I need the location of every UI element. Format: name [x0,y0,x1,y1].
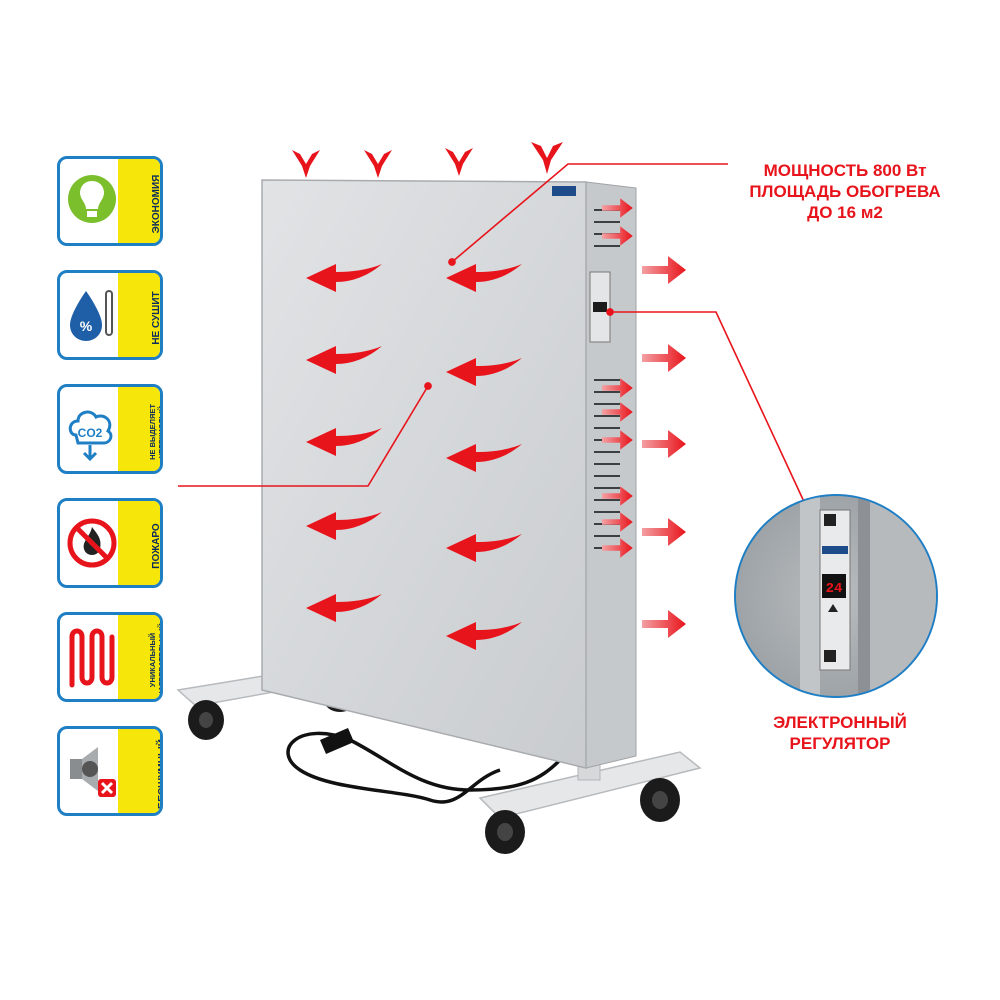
heating-coil-icon [69,628,115,688]
power-cord [286,731,562,804]
feature-label: НЕ ВЫДЕЛЯЕТ УГЛЕКИСЛЫЙ ГАЗ [148,404,163,460]
co2-cloud-icon: CO2 [68,410,113,462]
wheel [640,778,680,822]
feature-label: БЕСШУМНЫЙ [156,739,163,809]
feature-label: ЭКОНОМИЯ ЭНЕРГИИ [151,174,162,234]
heater-panel [261,179,587,769]
leader-lines [178,163,807,507]
svg-text:CO2: CO2 [78,426,103,440]
heating-area-label: ПЛОЩАДЬ ОБОГРЕВА [749,182,941,201]
feature-badge-silent: БЕСШУМНЫЙ [57,726,163,816]
feature-badge-energy: ЭКОНОМИЯ ЭНЕРГИИ [57,156,163,246]
no-fire-icon [67,518,117,568]
speaker-muted-icon [70,747,116,797]
feature-badge-heating-element: УНИКАЛЬНЫЙ НАГРЕВАТЕЛЬНЫЙ ЭЛЕМЕНТ [57,612,163,702]
svg-text:%: % [80,318,93,334]
display-reading: 24 [826,581,843,597]
wheel [485,810,525,854]
feature-badge-fire-safe: ПОЖАРО БЕЗОПАСЕН [57,498,163,588]
power-callout: МОЩНОСТЬ 800 Вт ПЛОЩАДЬ ОБОГРЕВА ДО 16 м… [730,160,960,223]
feature-label: ПОЖАРО БЕЗОПАСЕН [151,523,162,569]
regulator-line2: РЕГУЛЯТОР [789,734,891,753]
lightbulb-icon [68,175,116,223]
wheel [188,700,224,740]
brand-tag [552,186,576,196]
feature-label: НЕ СУШИТ ВОЗДУХ [151,291,162,345]
feature-label: УНИКАЛЬНЫЙ НАГРЕВАТЕЛЬНЫЙ ЭЛЕМЕНТ [148,623,163,697]
power-plug [320,728,354,754]
regulator-line1: ЭЛЕКТРОННЫЙ [773,713,907,732]
regulator-zoom: 24 [734,494,938,698]
humidity-drop-icon: % [70,290,113,341]
feature-badge-humidity: % НЕ СУШИТ ВОЗДУХ [57,270,163,360]
feature-badge-co2: CO2 НЕ ВЫДЕЛЯЕТ УГЛЕКИСЛЫЙ ГАЗ [57,384,163,474]
top-heat-arrows [292,142,563,178]
regulator-callout: ЭЛЕКТРОННЫЙ РЕГУЛЯТОР [740,712,940,754]
power-rating: МОЩНОСТЬ 800 Вт [763,161,927,180]
heating-area-value: ДО 16 м2 [807,203,883,222]
